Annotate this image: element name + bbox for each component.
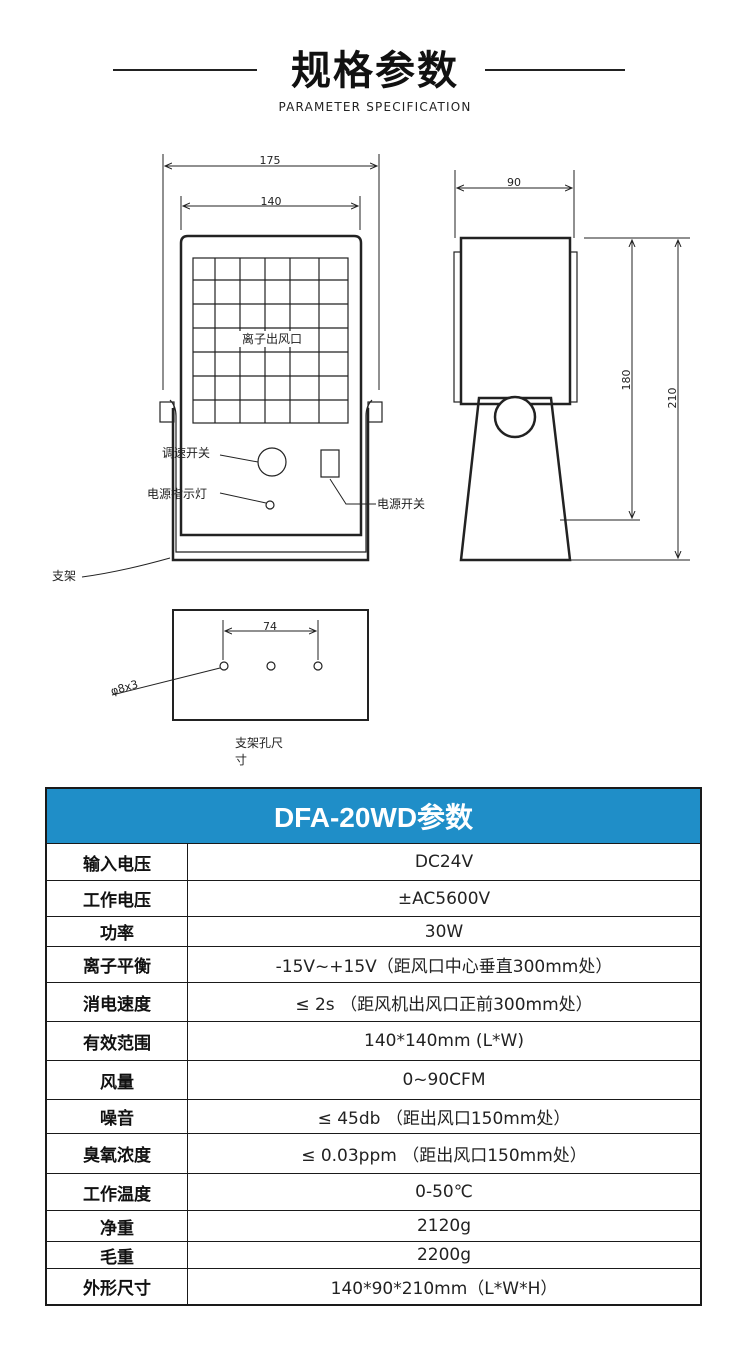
spec-table-title: DFA-20WD参数 <box>45 787 702 844</box>
spec-row: 离子平衡 -15V~+15V（距风口中心垂直300mm处） <box>45 946 702 983</box>
spec-value: ≤ 0.03ppm （距出风口150mm处） <box>187 1133 702 1174</box>
spec-value: 30W <box>187 916 702 947</box>
dim-width-inner: 140 <box>261 195 282 208</box>
label-bracket-holes-1: 支架孔尺 <box>235 736 283 750</box>
spec-label: 臭氧浓度 <box>45 1133 188 1174</box>
spec-row: 消电速度 ≤ 2s （距风机出风口正前300mm处） <box>45 982 702 1022</box>
spec-table-header: DFA-20WD参数 <box>45 787 702 844</box>
spec-value: DC24V <box>187 843 702 881</box>
spec-value: ≤ 2s （距风机出风口正前300mm处） <box>187 982 702 1022</box>
dim-depth: 90 <box>507 176 521 189</box>
title-divider-left <box>113 69 257 71</box>
front-view <box>81 154 383 578</box>
dim-height-outer: 210 <box>666 388 679 409</box>
page-title: 规格参数 <box>291 48 459 94</box>
spec-value: 2200g <box>187 1241 702 1269</box>
spec-label: 工作电压 <box>45 880 188 917</box>
spec-value: 140*90*210mm（L*W*H） <box>187 1268 702 1305</box>
dim-height-inner: 180 <box>620 370 633 391</box>
title-section: 规格参数 PARAMETER SPECIFICATION <box>0 38 750 118</box>
spec-value: ±AC5600V <box>187 880 702 917</box>
label-power-indicator: 电源指示灯 <box>147 486 207 501</box>
spec-label: 外形尺寸 <box>45 1268 188 1305</box>
spec-label: 消电速度 <box>45 982 188 1022</box>
spec-label: 工作温度 <box>45 1173 188 1211</box>
label-speed-switch: 调速开关 <box>162 446 210 460</box>
bracket-hole-view <box>111 609 369 721</box>
spec-label: 有效范围 <box>45 1021 188 1061</box>
spec-row: 风量 0~90CFM <box>45 1060 702 1100</box>
technical-drawing: 175 140 离子出风口 调速开关 电源指示灯 电源开关 支架 90 180 … <box>52 154 690 767</box>
spec-row: 有效范围 140*140mm (L*W) <box>45 1021 702 1061</box>
spec-value: 2120g <box>187 1210 702 1242</box>
spec-row: 工作电压 ±AC5600V <box>45 880 702 917</box>
spec-label: 输入电压 <box>45 843 188 881</box>
label-power-switch: 电源开关 <box>377 497 425 511</box>
spec-row: 毛重 2200g <box>45 1241 702 1269</box>
spec-label: 离子平衡 <box>45 946 188 983</box>
spec-value: -15V~+15V（距风口中心垂直300mm处） <box>187 946 702 983</box>
spec-row: 输入电压 DC24V <box>45 843 702 881</box>
spec-value: 0-50℃ <box>187 1173 702 1211</box>
spec-label: 净重 <box>45 1210 188 1242</box>
spec-row: 外形尺寸 140*90*210mm（L*W*H） <box>45 1268 702 1305</box>
dim-width-outer: 175 <box>260 154 281 167</box>
spec-label: 噪音 <box>45 1099 188 1134</box>
spec-row: 臭氧浓度 ≤ 0.03ppm （距出风口150mm处） <box>45 1133 702 1174</box>
spec-value: ≤ 45db （距出风口150mm处） <box>187 1099 702 1134</box>
label-outlet: 离子出风口 <box>242 331 302 346</box>
spec-row: 净重 2120g <box>45 1210 702 1242</box>
spec-row: 噪音 ≤ 45db （距出风口150mm处） <box>45 1099 702 1134</box>
spec-label: 功率 <box>45 916 188 947</box>
spec-value: 0~90CFM <box>187 1060 702 1100</box>
page-subtitle: PARAMETER SPECIFICATION <box>278 100 472 114</box>
spec-label: 毛重 <box>45 1241 188 1269</box>
side-view <box>453 170 690 562</box>
spec-label: 风量 <box>45 1060 188 1100</box>
spec-row: 功率 30W <box>45 916 702 947</box>
spec-table: DFA-20WD参数 输入电压 DC24V 工作电压 ±AC5600V 功率 3… <box>45 787 702 1306</box>
label-bracket-holes-2: 寸 <box>235 753 247 767</box>
dim-hole-spacing: 74 <box>263 620 277 633</box>
label-bracket: 支架 <box>52 569 76 583</box>
title-divider-right <box>485 69 625 71</box>
spec-row: 工作温度 0-50℃ <box>45 1173 702 1211</box>
dim-hole-spec: φ8x3 <box>109 678 139 698</box>
spec-value: 140*140mm (L*W) <box>187 1021 702 1061</box>
